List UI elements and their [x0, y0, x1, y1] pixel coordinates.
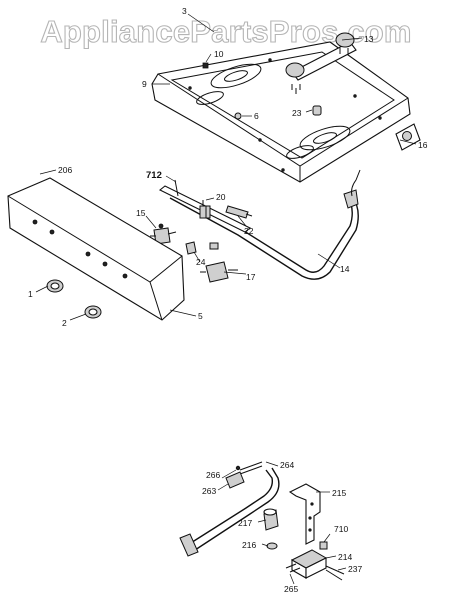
part-24-clip: [185, 241, 197, 255]
callout-237: 237: [348, 564, 362, 574]
callout-265: 265: [284, 584, 298, 594]
part-14-gas-tube: [169, 169, 361, 280]
callout-1: 1: [28, 289, 33, 299]
leader-lines-bottom: [217, 461, 347, 585]
part-15-valve: [150, 223, 177, 245]
part-16-bracket: [395, 123, 421, 151]
callout-15: 15: [136, 208, 146, 218]
callout-23: 23: [292, 108, 302, 118]
callout-24: 24: [196, 257, 206, 267]
leader-lines-top: [35, 13, 417, 321]
part-20-fitting: [199, 200, 207, 219]
callout-14: 14: [340, 264, 350, 274]
callout-16: 16: [418, 140, 428, 150]
callout-710: 710: [334, 524, 348, 534]
callout-264: 264: [280, 460, 294, 470]
callout-266: 266: [206, 470, 220, 480]
watermark: AppliancePartsPros.com: [40, 14, 411, 49]
callout-10: 10: [214, 49, 224, 59]
callout-22: 22: [244, 226, 254, 236]
callout-17: 17: [246, 272, 256, 282]
callout-3: 3: [182, 6, 187, 16]
callout-2: 2: [62, 318, 67, 328]
callout-712: 712: [146, 170, 162, 181]
callout-263: 263: [202, 486, 216, 496]
callout-216: 216: [242, 540, 256, 550]
part-22-orifice: [225, 205, 253, 219]
callout-5: 5: [198, 311, 203, 321]
part-5-control-panel: [7, 177, 185, 321]
callout-214: 214: [338, 552, 352, 562]
callout-9: 9: [142, 79, 147, 89]
callout-206: 206: [58, 165, 72, 175]
callout-6: 6: [254, 111, 259, 121]
part-17-valve: [200, 242, 238, 283]
callout-13: 13: [364, 34, 374, 44]
burner-box-assembly: [151, 41, 411, 183]
callout-217: 217: [238, 518, 252, 528]
callout-20: 20: [216, 192, 226, 202]
callout-215: 215: [332, 488, 346, 498]
